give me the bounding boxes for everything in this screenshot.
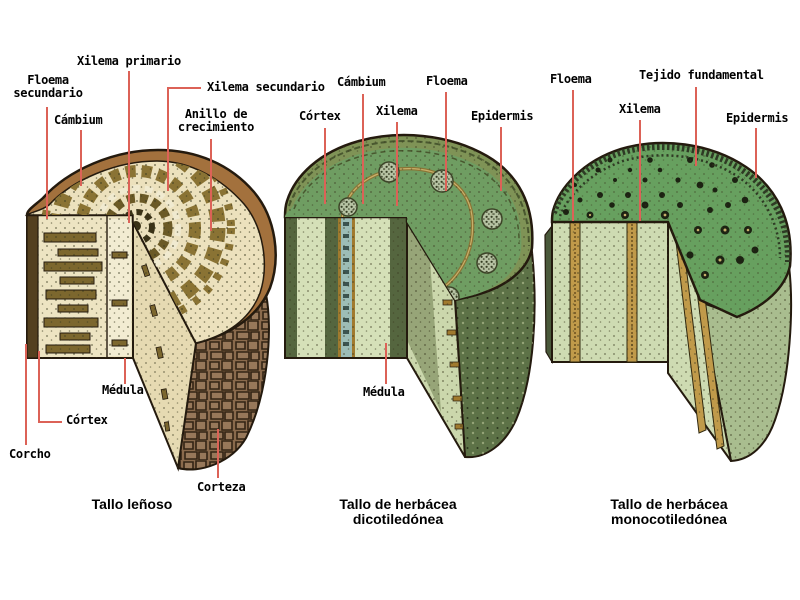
leader-line-cambium-d: [362, 94, 364, 204]
leader-line-cortex-w-h: [38, 421, 62, 423]
leader-line-xilema-d: [396, 122, 398, 206]
label-corcho: Corcho: [9, 447, 51, 461]
woody-stem-illustration: [24, 148, 277, 472]
caption-tallo-monocotiledonea: Tallo de herbácea monocotiledónea: [610, 496, 728, 528]
label-xilema-secundario: Xilema secundario: [207, 80, 325, 94]
dicot-stem-illustration: [283, 133, 536, 459]
label-tejido-fundamental: Tejido fundamental: [639, 68, 764, 82]
label-floema-d: Floema: [426, 74, 468, 88]
leader-line-xilema-secundario-h: [168, 87, 201, 89]
label-floema-secundario: Floema secundario: [13, 73, 83, 100]
label-medula-w: Médula: [102, 383, 144, 397]
leader-line-cortex-w-v: [38, 351, 40, 423]
caption-tallo-lenoso: Tallo leñoso: [91, 496, 173, 512]
label-corteza: Corteza: [197, 480, 246, 494]
leader-line-medula-d: [385, 343, 387, 384]
leader-line-floema-d: [445, 92, 447, 191]
leader-line-xilema-m: [639, 120, 641, 221]
leader-line-xilema-primario: [128, 71, 130, 223]
label-cortex-d: Córtex: [299, 109, 341, 123]
leader-line-epidermis-d: [500, 127, 502, 191]
label-cortex-w: Córtex: [66, 413, 108, 427]
label-epidermis-m: Epidermis: [726, 111, 789, 125]
leader-line-medula-w: [124, 358, 126, 384]
leader-line-corteza: [217, 429, 219, 478]
leader-line-corcho: [25, 344, 27, 445]
label-xilema-m: Xilema: [619, 102, 661, 116]
leader-line-cambium-w: [80, 130, 82, 186]
leader-line-tejido: [695, 87, 697, 166]
caption-tallo-dicotiledonea: Tallo de herbácea dicotiledónea: [339, 496, 457, 528]
label-floema-m: Floema: [550, 72, 592, 86]
leader-line-anillo: [210, 139, 212, 231]
leader-line-floema-secundario: [46, 107, 48, 219]
label-xilema-d: Xilema: [376, 104, 418, 118]
label-cambium-w: Cámbium: [54, 113, 103, 127]
label-xilema-primario: Xilema primario: [77, 54, 181, 68]
leader-line-xilema-secundario-v: [167, 87, 169, 191]
label-cambium-d: Cámbium: [337, 75, 386, 89]
label-medula-d: Médula: [363, 385, 405, 399]
monocot-stem-illustration: [544, 141, 793, 463]
label-epidermis-d: Epidermis: [471, 109, 534, 123]
leader-line-cortex-d: [324, 128, 326, 204]
leader-line-floema-m: [572, 90, 574, 221]
leader-line-epidermis-m: [755, 128, 757, 178]
label-anillo-crecimiento: Anillo de crecimiento: [177, 107, 255, 134]
